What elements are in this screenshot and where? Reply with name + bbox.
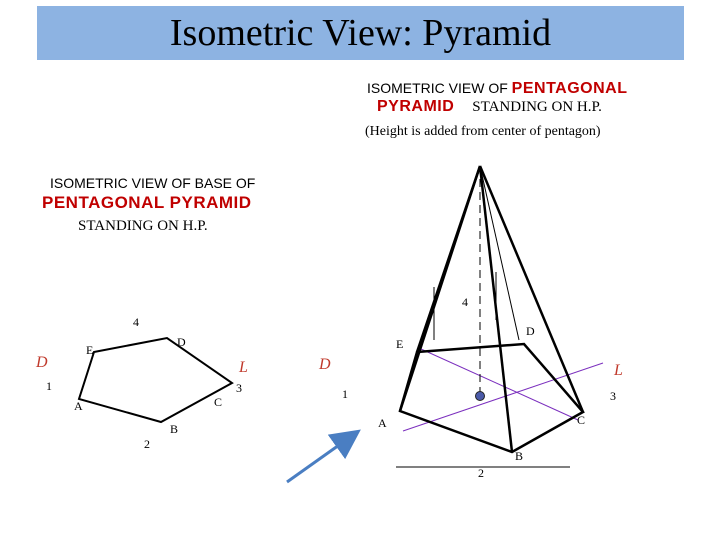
right-heading-suffix: STANDING ON H.P. bbox=[472, 99, 602, 115]
left-heading-line2: PENTAGONAL PYRAMID bbox=[42, 193, 252, 212]
right-pyramid-figure: 4 D E D L 1 3 A C B 2 bbox=[318, 165, 623, 480]
center-line-2 bbox=[402, 362, 604, 432]
right-heading-prefix: ISOMETRIC VIEW OF bbox=[367, 80, 508, 96]
slant-edge-B bbox=[478, 165, 514, 453]
left-pentagon-figure: 4 D E D L 1 3 A C B 2 bbox=[35, 315, 248, 451]
left-label-d-red: D bbox=[35, 354, 48, 371]
right-heading-line2: PYRAMID STANDING ON H.P. bbox=[377, 98, 602, 116]
right-heading-emph2: PYRAMID bbox=[377, 98, 455, 115]
left-heading-line3: STANDING ON H.P. bbox=[78, 218, 208, 234]
left-label-4: 4 bbox=[133, 315, 139, 329]
title-bar: Isometric View: Pyramid bbox=[37, 6, 684, 60]
right-label-A: A bbox=[378, 416, 387, 430]
left-label-C: C bbox=[214, 395, 222, 409]
left-label-D: D bbox=[177, 335, 186, 349]
slant-edge-C bbox=[478, 165, 585, 413]
center-point bbox=[475, 391, 485, 401]
right-label-d-red: D bbox=[318, 356, 331, 373]
right-label-1: 1 bbox=[342, 387, 348, 401]
right-label-C: C bbox=[577, 413, 585, 427]
left-label-1: 1 bbox=[46, 379, 52, 393]
left-label-l-red: L bbox=[238, 359, 248, 376]
page-title: Isometric View: Pyramid bbox=[169, 12, 552, 54]
right-label-2: 2 bbox=[478, 466, 484, 480]
left-label-A: A bbox=[74, 399, 83, 413]
left-label-B: B bbox=[170, 422, 178, 436]
left-label-3: 3 bbox=[236, 381, 242, 395]
left-pentagon bbox=[77, 336, 234, 424]
left-heading-line1: ISOMETRIC VIEW OF BASE OF bbox=[50, 175, 256, 191]
left-label-2: 2 bbox=[144, 437, 150, 451]
right-label-E: E bbox=[396, 337, 403, 351]
left-label-E: E bbox=[86, 343, 93, 357]
right-base-pentagon bbox=[398, 342, 585, 454]
right-heading-line3: (Height is added from center of pentagon… bbox=[365, 124, 601, 139]
center-line-1 bbox=[420, 348, 579, 421]
right-heading-line1: ISOMETRIC VIEW OF PENTAGONAL bbox=[367, 80, 627, 98]
right-label-l-red: L bbox=[613, 362, 623, 379]
right-label-B: B bbox=[515, 449, 523, 463]
right-label-D: D bbox=[526, 324, 535, 338]
right-heading-emph1: PENTAGONAL bbox=[511, 80, 628, 97]
pointer-arrow bbox=[286, 429, 361, 484]
right-label-3: 3 bbox=[610, 389, 616, 403]
slant-edge-A bbox=[398, 165, 482, 412]
right-label-4: 4 bbox=[462, 295, 468, 309]
hidden-edge-D bbox=[479, 165, 520, 341]
